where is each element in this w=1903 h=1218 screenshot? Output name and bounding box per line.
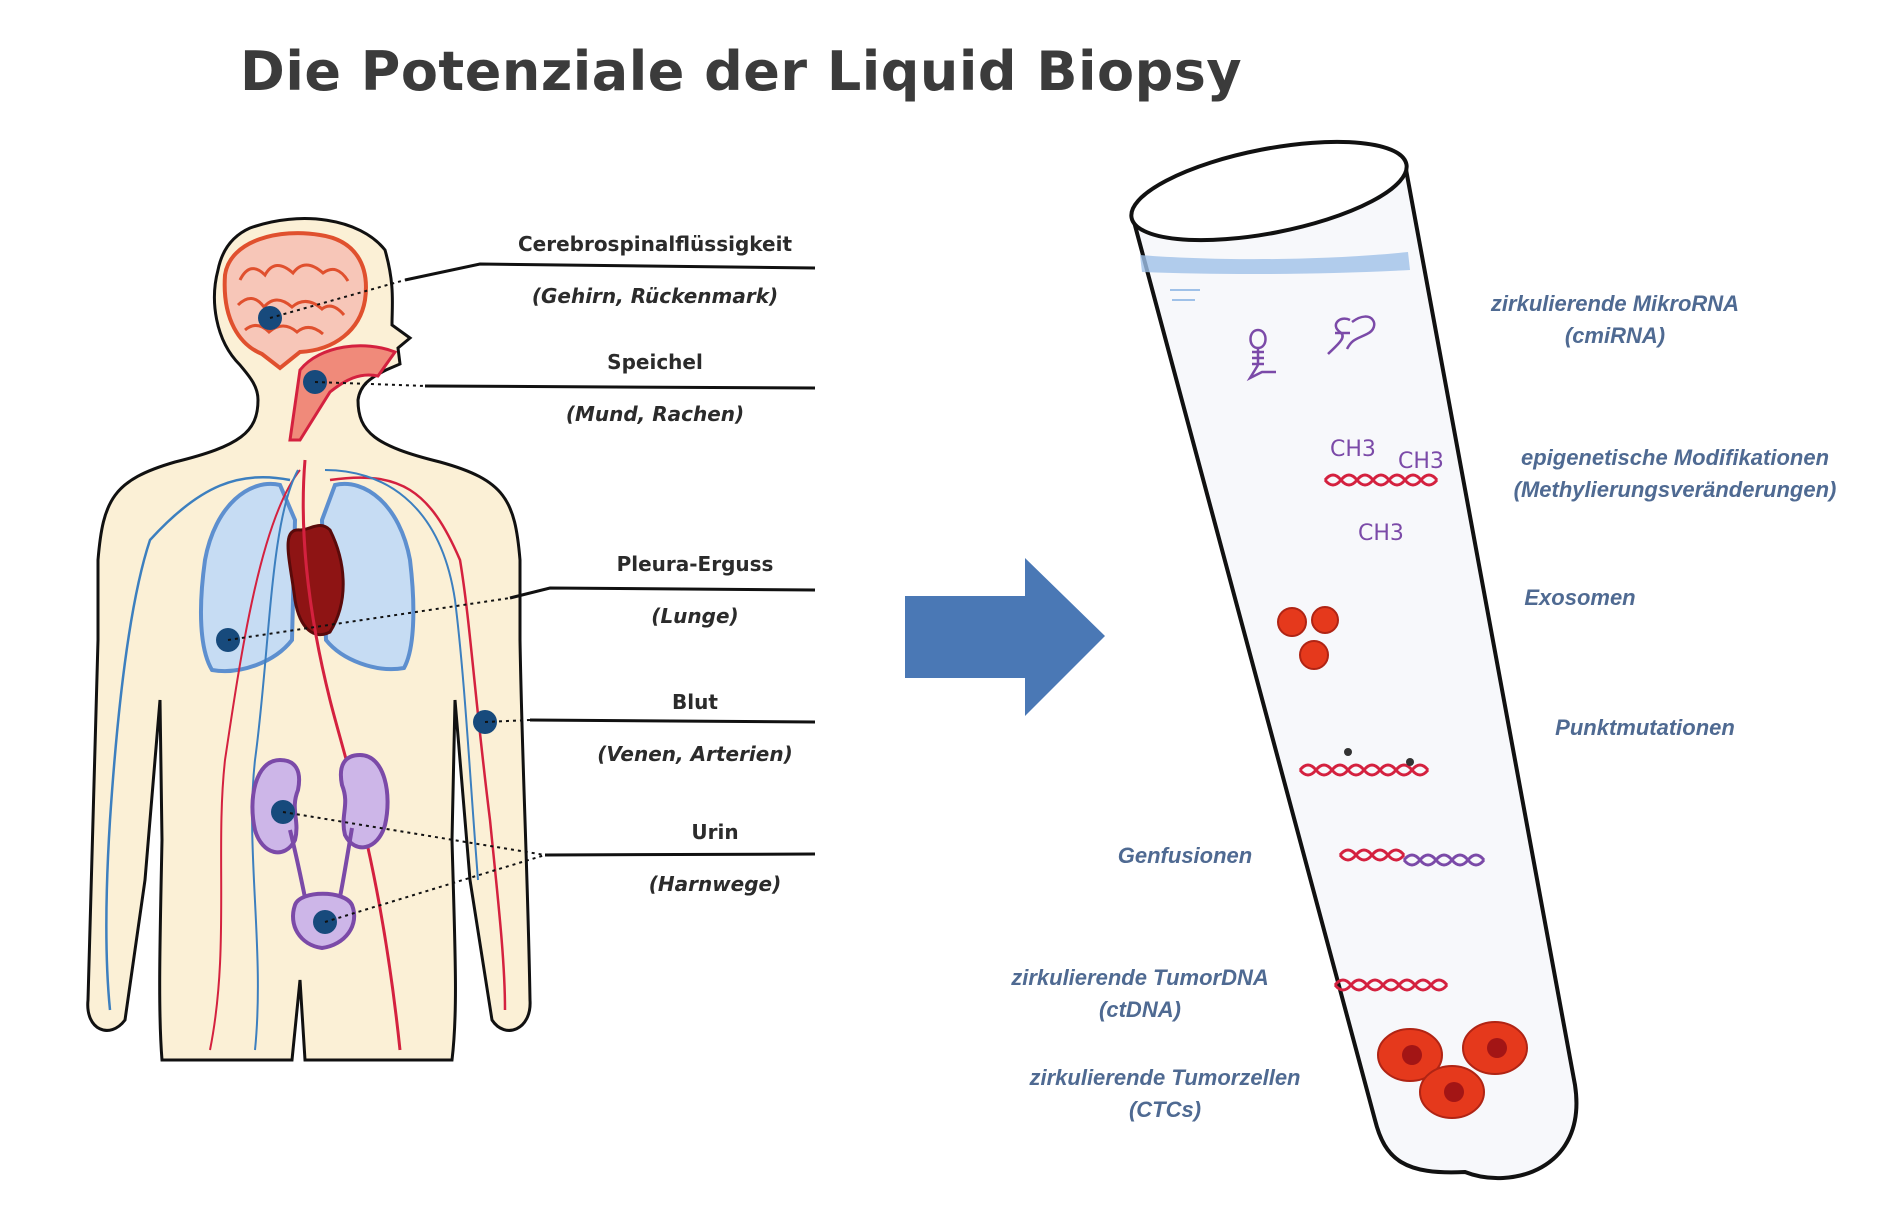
label-gene-fusions: Genfusionen [1117, 843, 1253, 868]
fluid-name: Cerebrospinalflüssigkeit [517, 232, 793, 256]
fluid-source: (Lunge) [651, 604, 739, 628]
fluid-source: (Harnwege) [648, 872, 782, 896]
label-rules [404, 262, 816, 857]
label-exosomes: Exosomen [1524, 585, 1636, 610]
brain [222, 231, 368, 371]
methylated-dna: CH3 CH3 CH3 [1323, 437, 1444, 546]
fluid-source: (Mund, Rachen) [565, 402, 745, 426]
fluid-label-urine: Urin (Harnwege) [565, 820, 865, 896]
fluid-label-blood: Blut (Venen, Arterien) [545, 690, 845, 766]
liquid-surface [1140, 252, 1410, 275]
page-title: Die Potenziale der Liquid Biopsy [240, 40, 1243, 103]
label-epigenetic: epigenetische Modifikationen (Methylieru… [1513, 445, 1837, 502]
lung-right [319, 481, 416, 671]
fluid-name: Blut [672, 690, 718, 714]
label-ctc: zirkulierende Tumorzellen (CTCs) [1029, 1065, 1301, 1122]
heart [286, 524, 345, 637]
tumor-cells [1377, 1021, 1528, 1119]
gene-fusion-dna [1338, 848, 1486, 867]
ctdna-strand [1333, 978, 1449, 992]
mirna-molecules [1246, 315, 1376, 382]
tube-body [1130, 161, 1579, 1181]
throat [288, 344, 398, 442]
methyl-group-label: CH3 [1330, 437, 1376, 462]
fluid-name: Urin [691, 820, 739, 844]
exosomes [1277, 606, 1339, 670]
methyl-group-label: CH3 [1358, 521, 1404, 546]
point-mutation-dna [1298, 748, 1430, 777]
label-ctdna: zirkulierende TumorDNA (ctDNA) [1011, 965, 1269, 1022]
test-tube: CH3 CH3 CH3 [1129, 139, 1579, 1181]
fluid-label-saliva: Speichel (Mund, Rachen) [505, 350, 805, 426]
arrow-right-icon [905, 558, 1105, 716]
fluid-source: (Venen, Arterien) [597, 742, 793, 766]
fluid-name: Pleura-Erguss [616, 552, 774, 576]
tube-rim [1129, 139, 1409, 243]
methyl-group-label: CH3 [1398, 449, 1444, 474]
body-outline [86, 217, 532, 1062]
fluid-label-csf: Cerebrospinalflüssigkeit (Gehirn, Rücken… [505, 232, 805, 308]
fluid-label-pleura: Pleura-Erguss (Lunge) [545, 552, 845, 628]
fluid-name: Speichel [607, 350, 703, 374]
label-point-mutations: Punktmutationen [1555, 715, 1735, 740]
fluid-source: (Gehirn, Rückenmark) [531, 284, 779, 308]
human-body [86, 217, 546, 1062]
kidney-right [339, 752, 390, 850]
label-mirna: zirkulierende MikroRNA (cmiRNA) [1490, 291, 1740, 348]
